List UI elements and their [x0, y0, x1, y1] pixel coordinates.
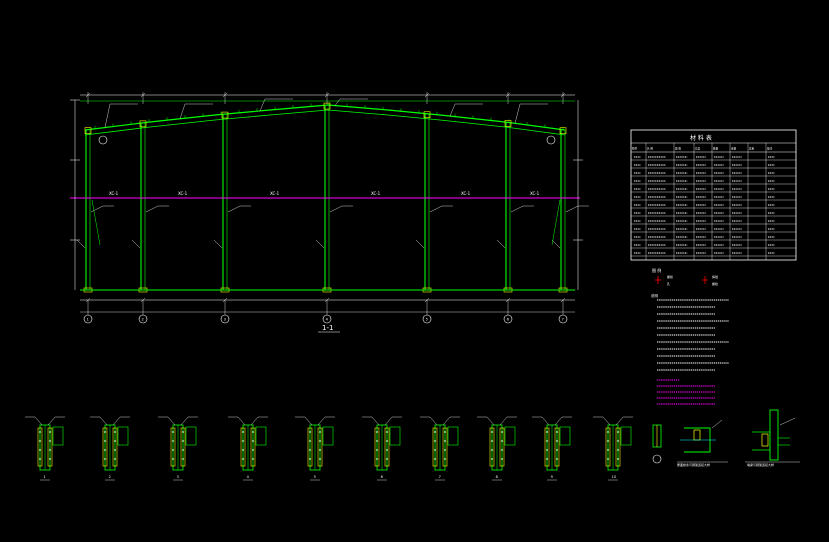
span-label: XC-1 — [371, 191, 381, 196]
column-4 — [315, 102, 353, 293]
connection-detail-4: 4 — [228, 416, 268, 481]
elevation-title: 1-1 — [322, 324, 333, 332]
elevation-dimensions — [70, 99, 583, 290]
detail-callout-left — [98, 135, 108, 145]
axis-bubble — [422, 314, 432, 324]
roof-rafter-bottom — [84, 109, 566, 136]
detail-label: 7 — [439, 475, 441, 479]
detail-label: 1 — [44, 475, 46, 479]
axis-bubble — [558, 314, 568, 324]
axis-label: 3 — [224, 318, 226, 322]
axis-label: 6 — [507, 318, 509, 322]
legend-item-3: 焊缝 — [712, 274, 718, 279]
wall-beam-connection-detail — [745, 409, 800, 463]
material-table-title: 材 料 表 — [690, 134, 712, 142]
roof-rafter — [84, 104, 566, 131]
detail-caption-2: 墙梁与刚架连接大样 — [747, 462, 774, 467]
table-header: 名 称 — [647, 147, 653, 151]
axis-bubbles: 1 2 3 4 5 6 7 — [83, 92, 568, 324]
span-label: XC-1 — [178, 191, 188, 196]
column-5 — [415, 111, 453, 293]
axis-bubble — [83, 314, 93, 324]
legend: 图 例 螺栓 孔 焊缝 螺栓 — [652, 267, 718, 286]
connection-detail-7: 7 — [420, 416, 460, 481]
span-label: XC-1 — [461, 191, 471, 196]
connection-detail-8: 8 — [477, 416, 517, 481]
column-3 — [213, 111, 251, 293]
detail-label: 6 — [381, 475, 383, 479]
connection-detail-2: 2 — [90, 416, 130, 481]
legend-title: 图 例 — [652, 267, 661, 273]
span-label: XC-1 — [530, 191, 540, 196]
design-notes: 说明 — [651, 293, 729, 405]
column-7 — [551, 127, 589, 293]
column-6 — [496, 120, 534, 293]
span-label: XC-1 — [270, 191, 280, 196]
connection-details-row: 1 2 3 4 5 6 7 8 9 10 — [25, 409, 800, 481]
detail-label: 5 — [314, 475, 316, 479]
connection-plate — [423, 111, 431, 119]
axis-bubble — [138, 314, 148, 324]
purlin-connection-detail — [677, 419, 728, 463]
legend-item-4: 螺栓 — [712, 281, 718, 286]
connection-plate — [84, 127, 92, 134]
connection-plate — [221, 111, 229, 119]
detail-label: 8 — [496, 475, 498, 479]
axis-label: 5 — [426, 318, 428, 322]
notes-title: 说明 — [651, 293, 659, 298]
detail-label: 9 — [551, 475, 553, 479]
top-dimension-line — [80, 94, 575, 102]
table-header: 长度 — [695, 147, 701, 151]
table-header: 重量 — [731, 147, 737, 151]
span-label: XC-1 — [109, 191, 119, 196]
table-header: 规 格 — [675, 147, 681, 151]
detail-label: 10 — [612, 475, 616, 479]
connection-detail-10: 10 — [593, 416, 633, 481]
purlin-marks — [94, 102, 564, 130]
detail-callout-right — [546, 135, 556, 145]
axis-label: 4 — [326, 318, 329, 322]
connection-plate — [139, 120, 147, 128]
column-1 — [76, 127, 114, 293]
connection-detail-5: 5 — [295, 416, 335, 481]
axis-label: 2 — [142, 318, 144, 322]
portal-frame-elevation: XC-1 XC-1 XC-1 XC-1 XC-1 XC-1 1 2 3 4 5 6 7 1-1 — [70, 92, 589, 333]
detail-label: 3 — [177, 475, 179, 479]
detail-label: 2 — [109, 475, 111, 479]
table-header: 备注 — [767, 147, 773, 151]
axis-bubble — [322, 314, 332, 324]
span-labels: XC-1 XC-1 XC-1 XC-1 XC-1 XC-1 — [109, 191, 540, 196]
section-detail — [652, 424, 662, 464]
material-table: 材 料 表 构件 名 称 规 格 长度 数量 重量 总重 备注 — [630, 129, 797, 261]
detail-caption-1: 屋面檩条与刚架连接大样 — [677, 462, 710, 467]
table-header: 数量 — [713, 147, 719, 151]
axis-bubble — [220, 314, 230, 324]
connection-detail-3: 3 — [158, 416, 198, 481]
detail-label: 4 — [247, 475, 250, 479]
legend-item-1: 螺栓 — [667, 274, 673, 279]
table-header: 构件 — [632, 147, 638, 151]
table-header: 总重 — [749, 147, 755, 151]
connection-plate — [504, 120, 512, 127]
connection-detail-1: 1 — [25, 416, 65, 481]
axis-label: 7 — [562, 318, 564, 322]
column-2 — [131, 120, 169, 293]
connection-detail-6: 6 — [362, 416, 402, 481]
axis-bubble — [503, 314, 513, 324]
axis-label: 1 — [87, 318, 89, 322]
connection-plate — [559, 127, 567, 135]
connection-detail-9: 9 — [532, 416, 572, 481]
legend-item-2: 孔 — [667, 281, 670, 286]
columns — [76, 98, 589, 293]
